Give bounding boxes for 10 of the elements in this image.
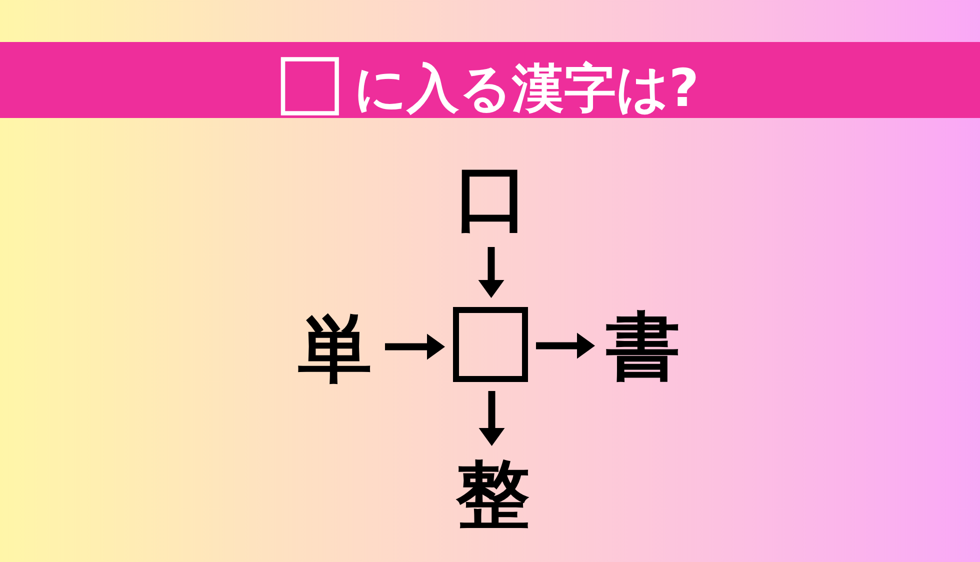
arrow	[385, 334, 445, 360]
kanji-text: 口	[452, 158, 532, 238]
arrow	[478, 391, 505, 446]
kanji-text: 単	[293, 309, 377, 389]
kanji-text: 書	[603, 307, 683, 387]
title: □に入る漢字は?	[274, 42, 699, 118]
arrow	[478, 247, 504, 298]
answer-box	[453, 307, 528, 382]
arrow	[536, 332, 595, 359]
kanji-text: 整	[453, 455, 533, 535]
